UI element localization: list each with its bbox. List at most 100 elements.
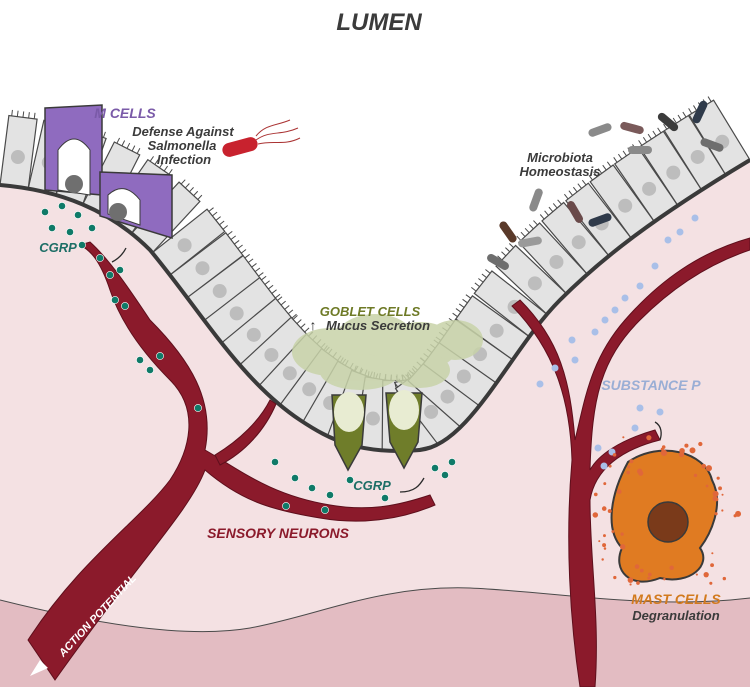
cell-nucleus [302,382,316,396]
granule [608,509,612,513]
degranulation-label: Degranulation [632,608,719,623]
granule [706,465,712,471]
cell-nucleus [247,328,261,342]
granule [602,543,606,547]
granule [626,471,630,475]
granule [663,578,666,581]
granule [602,506,607,511]
granule [648,573,652,577]
cell-nucleus [572,235,586,249]
granule [628,577,634,583]
cell-nucleus [366,412,380,426]
substance-p-dot [601,463,608,470]
cgrp-left-label: CGRP [39,240,77,255]
cgrp-dot [111,296,118,303]
granule [603,534,606,537]
substance-p-dot [552,365,559,372]
granule [620,532,623,535]
granule [709,582,712,585]
cgrp-dot [146,366,153,373]
granule [735,511,741,517]
cell-nucleus [666,166,680,180]
m-cells-label: M CELLS [94,105,156,121]
granule [613,453,617,457]
substance-p-dot [677,229,684,236]
granule [611,530,614,533]
defense-line-2: Salmonella [148,138,217,153]
cgrp-dot [441,471,448,478]
granule [713,491,719,497]
granule [620,544,625,549]
cgrp-dot [381,494,388,501]
granule [629,459,633,463]
cell-nucleus [549,255,563,269]
cell-nucleus [283,366,297,380]
granule [646,435,651,440]
cell-nucleus [264,348,278,362]
mucus-secretion-label: Mucus Secretion [326,318,430,333]
cgrp-dot [41,208,48,215]
cell-nucleus [230,306,244,320]
substance-p-dot [602,317,609,324]
granule [594,493,598,497]
substance-p-dot [692,215,699,222]
granule [609,465,612,468]
cgrp-dot [321,506,328,513]
granule [636,581,640,585]
cell-nucleus [11,150,25,164]
cell-nucleus [642,182,656,196]
granule [696,574,698,576]
mucus-arrow: ↑ [310,317,317,333]
granule [715,512,718,515]
cell-nucleus [490,324,504,338]
substance-p-dot [622,295,629,302]
cgrp-dot [431,464,438,471]
granule [706,485,709,488]
granule [694,474,697,477]
defense-line-3: Infection [157,152,211,167]
bacterium [628,146,652,154]
substance-p-dot [657,409,664,416]
granule [704,572,709,577]
granule [679,452,684,457]
cgrp-dot [116,266,123,273]
cgrp-dot [308,484,315,491]
granule [627,465,630,468]
cell-nucleus [178,238,192,252]
defense-line-1: Defense Against [132,124,234,139]
cgrp-dot [194,404,201,411]
granule [690,447,696,453]
substance-p-dot [612,307,619,314]
cgrp-dot [291,474,298,481]
cgrp-dot [121,302,128,309]
cell-nucleus [618,199,632,213]
mast-cells-label: MAST CELLS [631,591,721,607]
granule [718,486,722,490]
granule [721,509,723,511]
cell-nucleus [457,369,471,383]
substance-p-dot [569,337,576,344]
cgrp-dot [58,202,65,209]
granule [640,569,644,573]
granule [638,471,643,476]
cgrp-dot [74,211,81,218]
granule [662,445,666,449]
granule [601,558,603,560]
substance-p-dot [537,381,544,388]
microbiota-line-1: Microbiota [527,150,593,165]
cell-nucleus [440,390,454,404]
substance-p-dot [572,357,579,364]
granule [698,442,702,446]
goblet-cells-label: GOBLET CELLS [320,304,421,319]
granule [711,552,713,554]
granule [613,576,616,579]
cgrp-bottom-label: CGRP [353,478,391,493]
sensory-neurons-label: SENSORY NEURONS [207,525,350,541]
granule [701,464,706,469]
granule [721,494,723,496]
substance-p-label: SUBSTANCE P [601,377,701,393]
substance-p-dot [652,263,659,270]
lumen-label: LUMEN [336,9,422,36]
